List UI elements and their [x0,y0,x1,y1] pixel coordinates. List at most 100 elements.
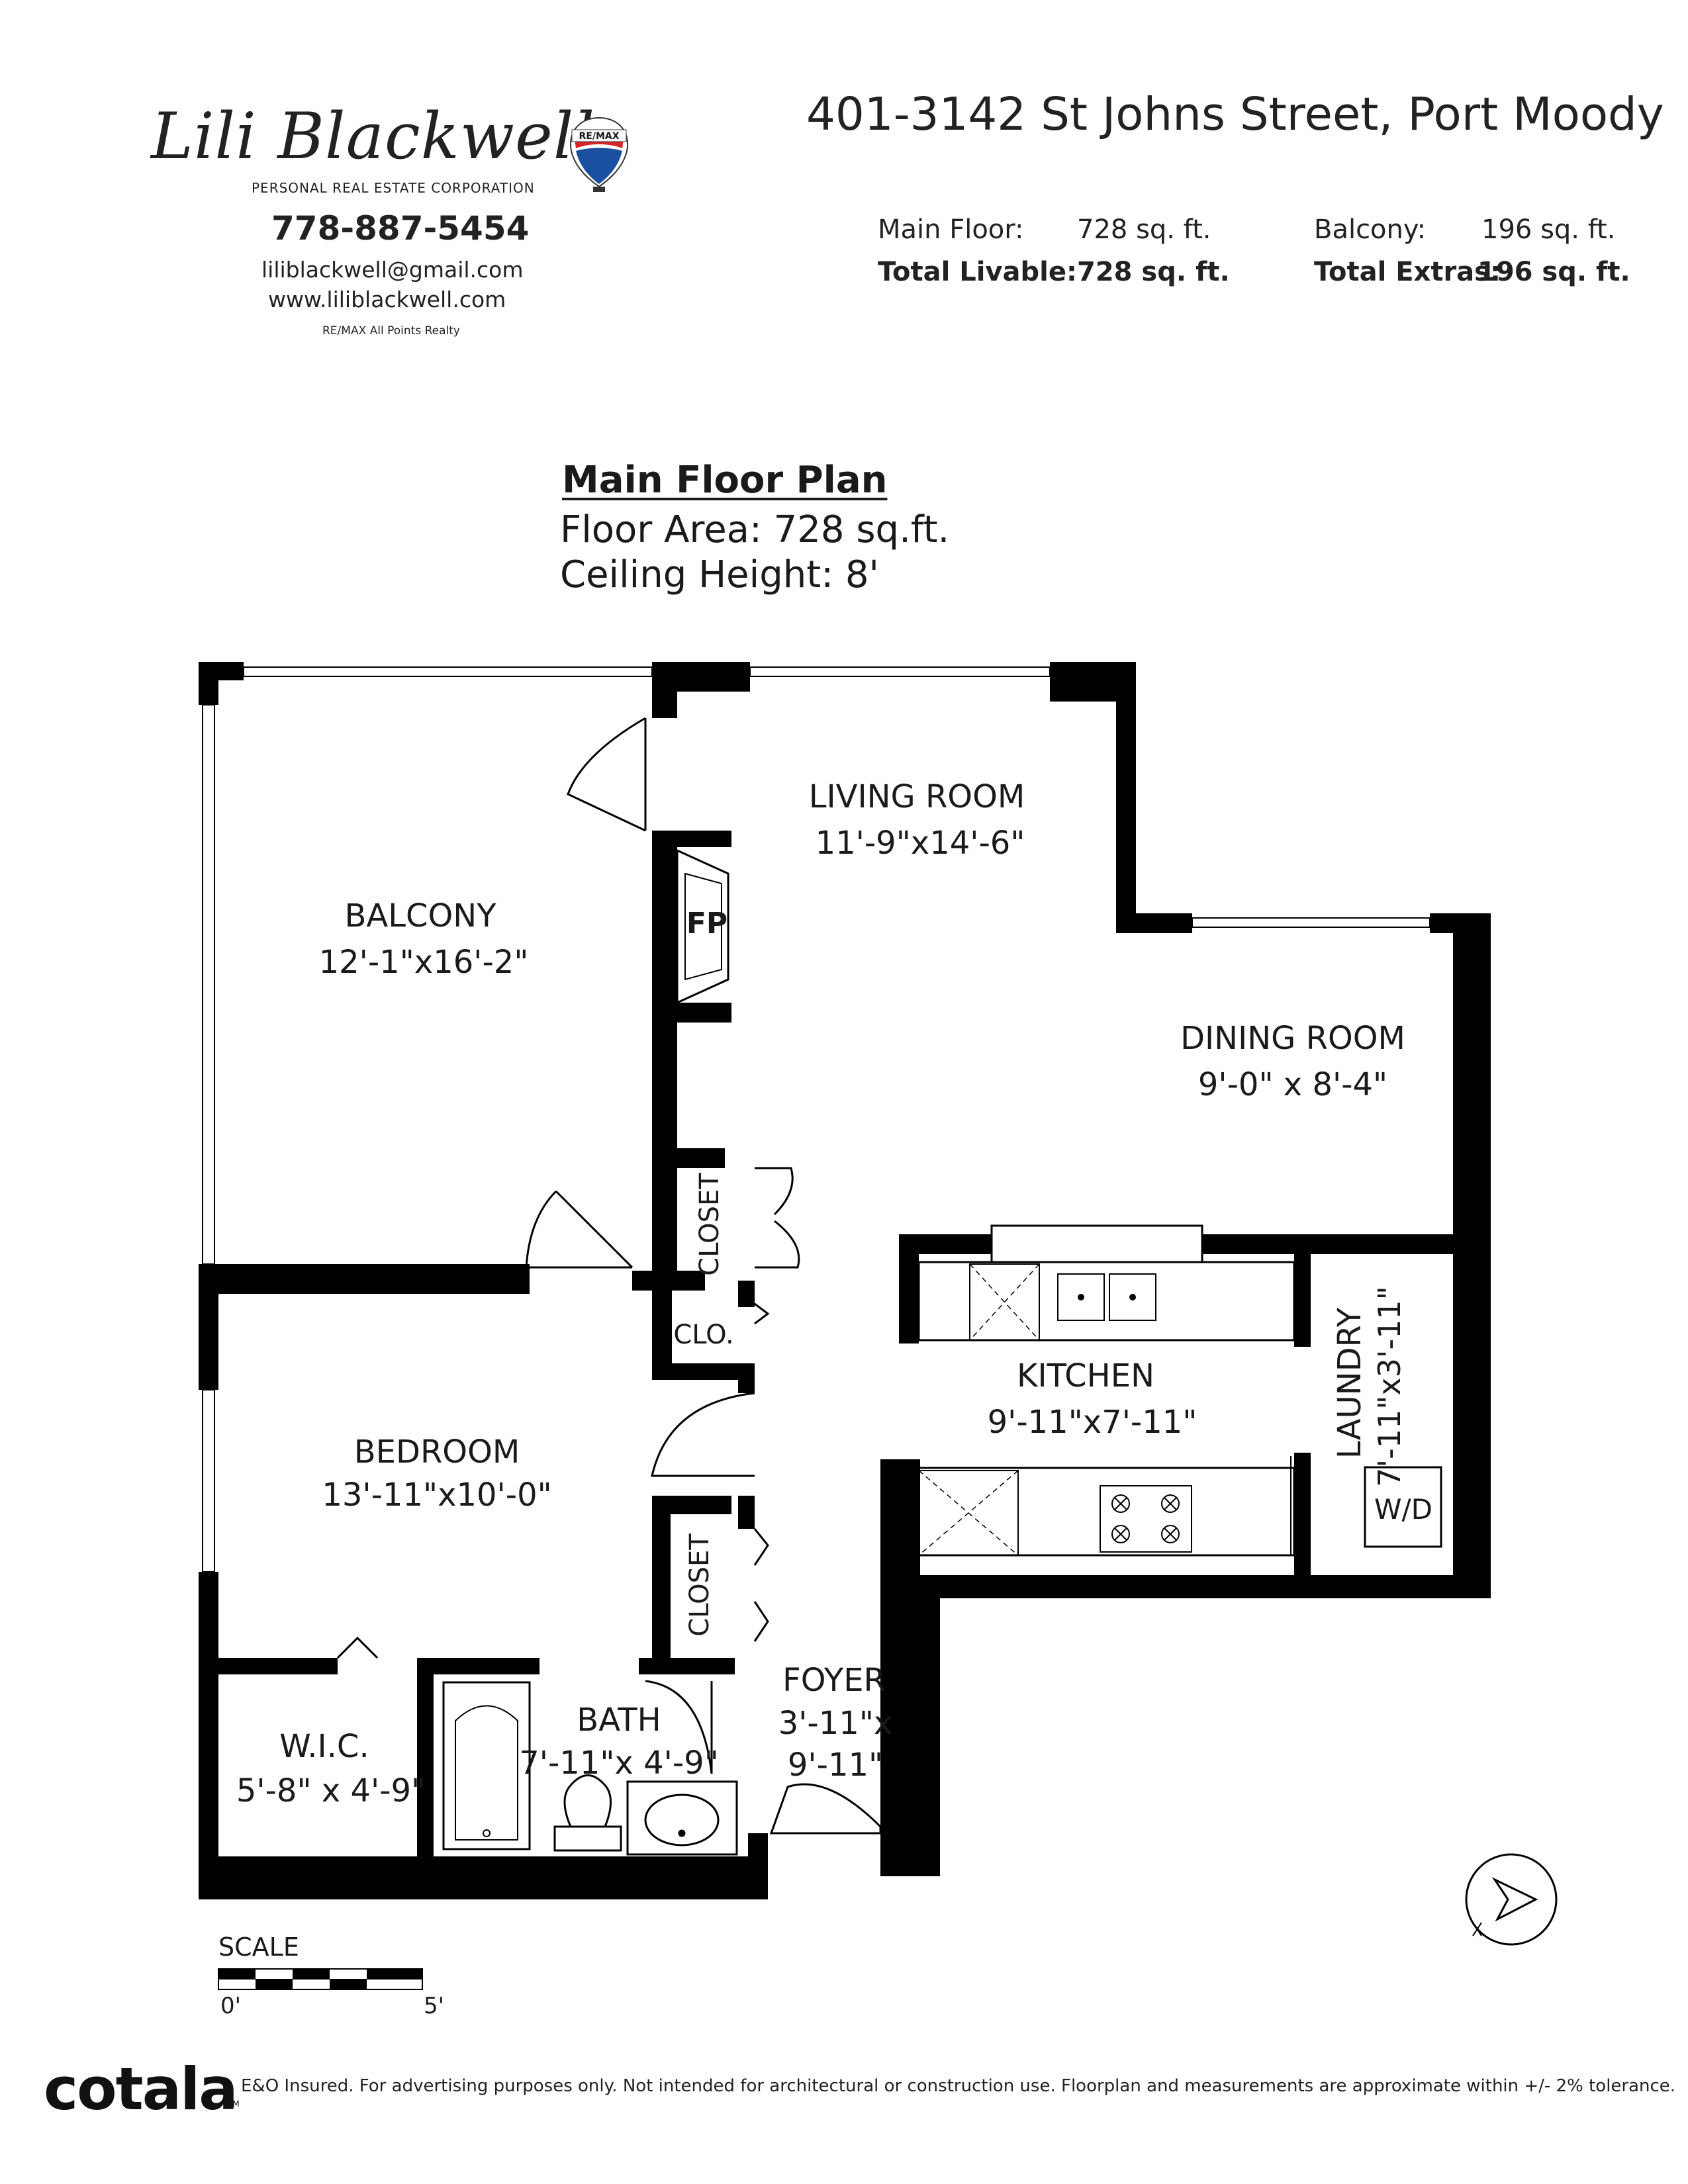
cotala-trademark: TM [228,2099,240,2109]
wall [1294,1453,1311,1585]
wall [1116,662,1136,933]
foyer-dims-1: 3'-11"x [778,1705,893,1742]
bedroom-label: BEDROOM [354,1433,520,1471]
balcony-living-door [567,717,647,832]
total-livable-value: 728 sq. ft. [1077,257,1230,287]
sink-icon [1057,1273,1156,1321]
agent-corporation: PERSONAL REAL ESTATE CORPORATION [252,180,535,196]
balcony-area-value: 196 sq. ft. [1481,214,1616,245]
living-room-dims: 11'-9"x14'-6" [816,825,1025,862]
windows [202,666,1430,1572]
wall [738,1281,755,1307]
bath-dims: 7'-11"x 4'-9" [519,1745,719,1782]
stove-icon [1100,1485,1192,1553]
bedroom-dims: 13'-11"x10'-0" [322,1477,551,1514]
kitchen-label: KITCHEN [1017,1357,1154,1394]
fridge [918,1470,1019,1556]
window [749,666,1051,677]
lower-closet-bifold-door [753,1528,769,1642]
closet-bifold-door [755,1167,800,1269]
vanity-sink-icon [626,1780,738,1856]
balcony-area-label: Balcony: [1314,214,1427,245]
wall [199,662,218,705]
wall [417,1658,539,1674]
island-counter [990,1224,1203,1263]
fireplace-icon [676,848,729,1005]
wall [1116,913,1192,933]
wall [900,1575,1491,1598]
lower-counter [917,1467,1295,1557]
remax-balloon-icon: RE/MAX [570,116,628,192]
kitchen-dims: 9'-11"x7'-11" [988,1404,1197,1441]
walls [199,662,1491,1899]
total-extras-label: Total Extras: [1314,257,1501,287]
living-room-label: LIVING ROOM [809,778,1025,815]
window [243,666,653,677]
wic-dims: 5'-8" x 4'-9" [236,1772,426,1809]
fireplace-label: FP [686,907,727,940]
compass-north-icon [1465,1853,1558,1946]
wall [1453,913,1491,1592]
cotala-logo: cotala [44,2055,238,2123]
balcony-label: BALCONY [344,897,496,934]
scale-label: SCALE [218,1933,299,1962]
scale-end: 5' [424,1993,444,2019]
clo-bifold-door [754,1302,770,1325]
wic-label: W.I.C. [279,1728,369,1765]
wall [652,1496,671,1671]
bath-label: BATH [577,1702,661,1739]
rotated-labels: CLOSET CLOSET LAUNDRY 7'-11"x3'-11" [684,1173,1407,1637]
closet-lower-label: CLOSET [684,1533,715,1637]
wic-bifold-door [336,1636,379,1659]
wall [748,1833,768,1899]
scale-start: 0' [220,1993,241,2019]
window [202,704,215,1265]
wall [652,662,677,718]
wall [652,831,677,1284]
dishwasher [969,1263,1040,1341]
washer-dryer-label: W/D [1374,1493,1432,1525]
entry-door [769,1783,882,1835]
agent-email[interactable]: liliblackwell@gmail.com [261,257,524,283]
bathtub-icon [442,1681,531,1850]
disclaimer-text: E&O Insured. For advertising purposes on… [241,2076,1676,2096]
total-livable-label: Total Livable: [878,257,1077,287]
wall [199,1572,218,1899]
total-extras-value: 196 sq. ft. [1477,257,1630,287]
plan-floor-area: Floor Area: 728 sq.ft. [560,508,950,551]
remax-badge-text: RE/MAX [579,131,619,142]
brokerage-name: RE/MAX All Points Realty [322,324,460,338]
wall [1294,1254,1311,1347]
dining-room-label: DINING ROOM [1180,1020,1405,1057]
bedroom-door [651,1392,755,1477]
foyer-dims-2: 9'-11" [788,1747,883,1784]
plan-ceiling-height: Ceiling Height: 8' [560,553,879,596]
toilet-icon [553,1774,622,1852]
wall [880,1585,940,1876]
wall [652,1003,731,1023]
agent-signature-logo: Lili Blackwell [151,99,596,173]
window [1192,917,1430,928]
wall [639,1658,735,1674]
room-labels: LIVING ROOM 11'-9"x14'-6" BALCONY 12'-1"… [236,778,1432,1809]
agent-phone[interactable]: 778-887-5454 [271,209,530,248]
upper-counter [917,1261,1295,1342]
clo-label: CLO. [673,1320,733,1350]
wall [738,1496,755,1529]
wall [738,1363,755,1393]
wall [652,1284,672,1377]
balcony-dims: 12'-1"x16'-2" [319,944,529,981]
dining-room-dims: 9'-0" x 8'-4" [1198,1066,1387,1103]
wall [652,1148,725,1168]
wall [199,1264,218,1390]
wall [652,831,731,847]
wall [199,1264,530,1294]
bath-door [645,1680,713,1774]
wall [417,1658,434,1873]
property-address: 401-3142 St Johns Street, Port Moody [806,88,1664,141]
agent-website[interactable]: www.liliblackwell.com [268,287,506,312]
foyer-label: FOYER [782,1662,886,1699]
main-floor-value: 728 sq. ft. [1077,214,1211,245]
washer-dryer [1364,1466,1442,1548]
main-floor-label: Main Floor: [878,214,1024,245]
